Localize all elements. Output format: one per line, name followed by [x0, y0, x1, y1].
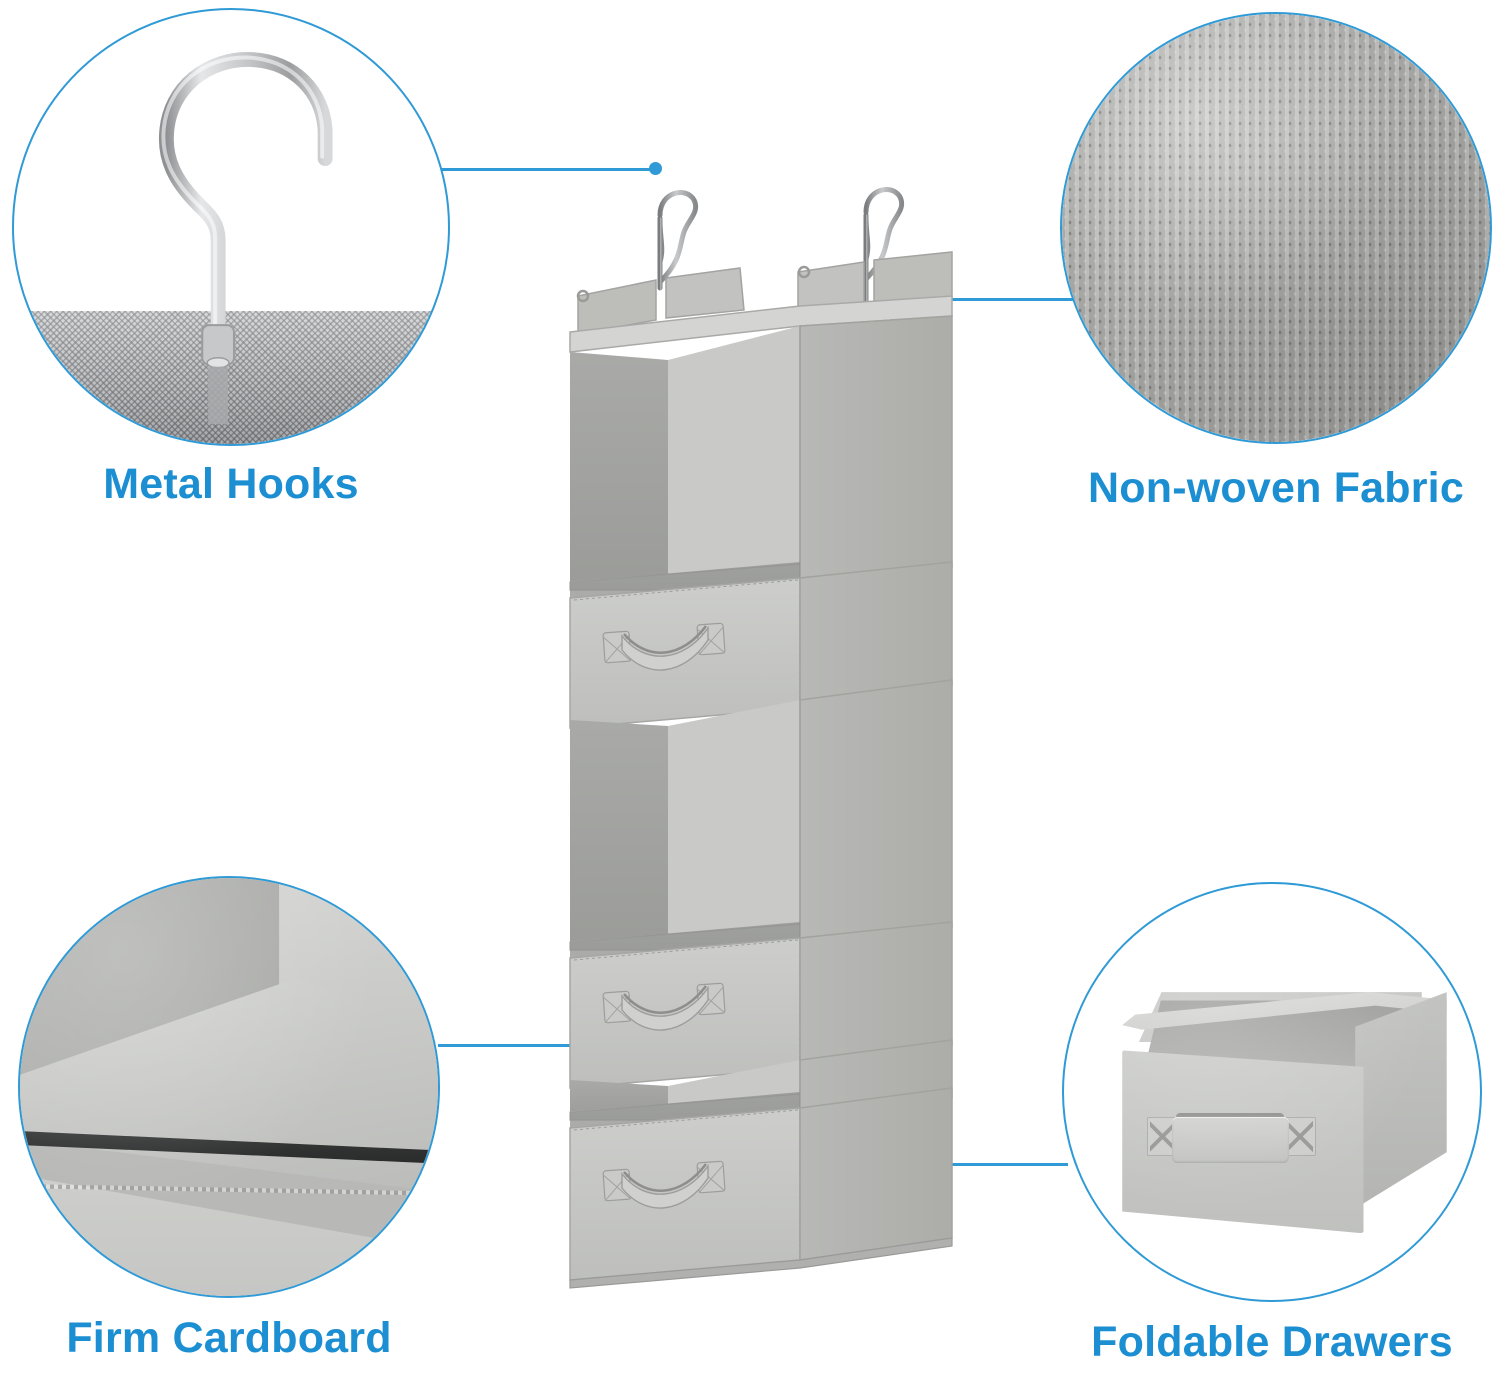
callout-foldable-drawers: Foldable Drawers	[1062, 882, 1482, 1366]
callout-label-firm-cardboard: Firm Cardboard	[66, 1314, 392, 1362]
hook-right	[863, 187, 905, 306]
callout-label-foldable-drawers: Foldable Drawers	[1091, 1318, 1453, 1366]
callout-firm-cardboard: Firm Cardboard	[18, 876, 440, 1362]
drawer-handle-2	[602, 622, 726, 671]
connector-line-non-woven-fabric	[896, 298, 1078, 301]
connector-line-firm-cardboard	[438, 1044, 658, 1047]
compartment-1-open-shelf	[569, 315, 953, 591]
compartment-4-drawer	[569, 921, 953, 1089]
open-bin-icon	[1064, 884, 1480, 1300]
hanging-closet-organizer	[548, 120, 968, 1290]
compartment-2-drawer	[569, 561, 953, 729]
callout-ring-firm-cardboard	[18, 876, 440, 1298]
drawer-handle-6	[602, 1160, 726, 1209]
callout-non-woven-fabric: Non-woven Fabric	[1060, 12, 1492, 512]
hook-left	[657, 190, 699, 291]
callout-ring-foldable-drawers	[1062, 882, 1482, 1302]
callout-label-metal-hooks: Metal Hooks	[103, 460, 359, 508]
right-side-panel	[799, 315, 953, 591]
fabric-swatch-icon	[1062, 14, 1490, 442]
callout-ring-non-woven-fabric	[1060, 12, 1492, 444]
connector-dot-metal-hooks	[649, 162, 662, 175]
callout-metal-hooks: Metal Hooks	[12, 8, 450, 508]
connector-line-metal-hooks	[424, 168, 656, 171]
callout-label-non-woven-fabric: Non-woven Fabric	[1088, 464, 1464, 512]
organizer-illustration	[569, 187, 953, 1289]
drawer-handle-4	[602, 982, 726, 1031]
shelf-corner-icon	[20, 878, 438, 1296]
compartment-6-drawer	[569, 1087, 953, 1289]
hook-icon	[14, 10, 448, 444]
callout-ring-metal-hooks	[12, 8, 450, 446]
